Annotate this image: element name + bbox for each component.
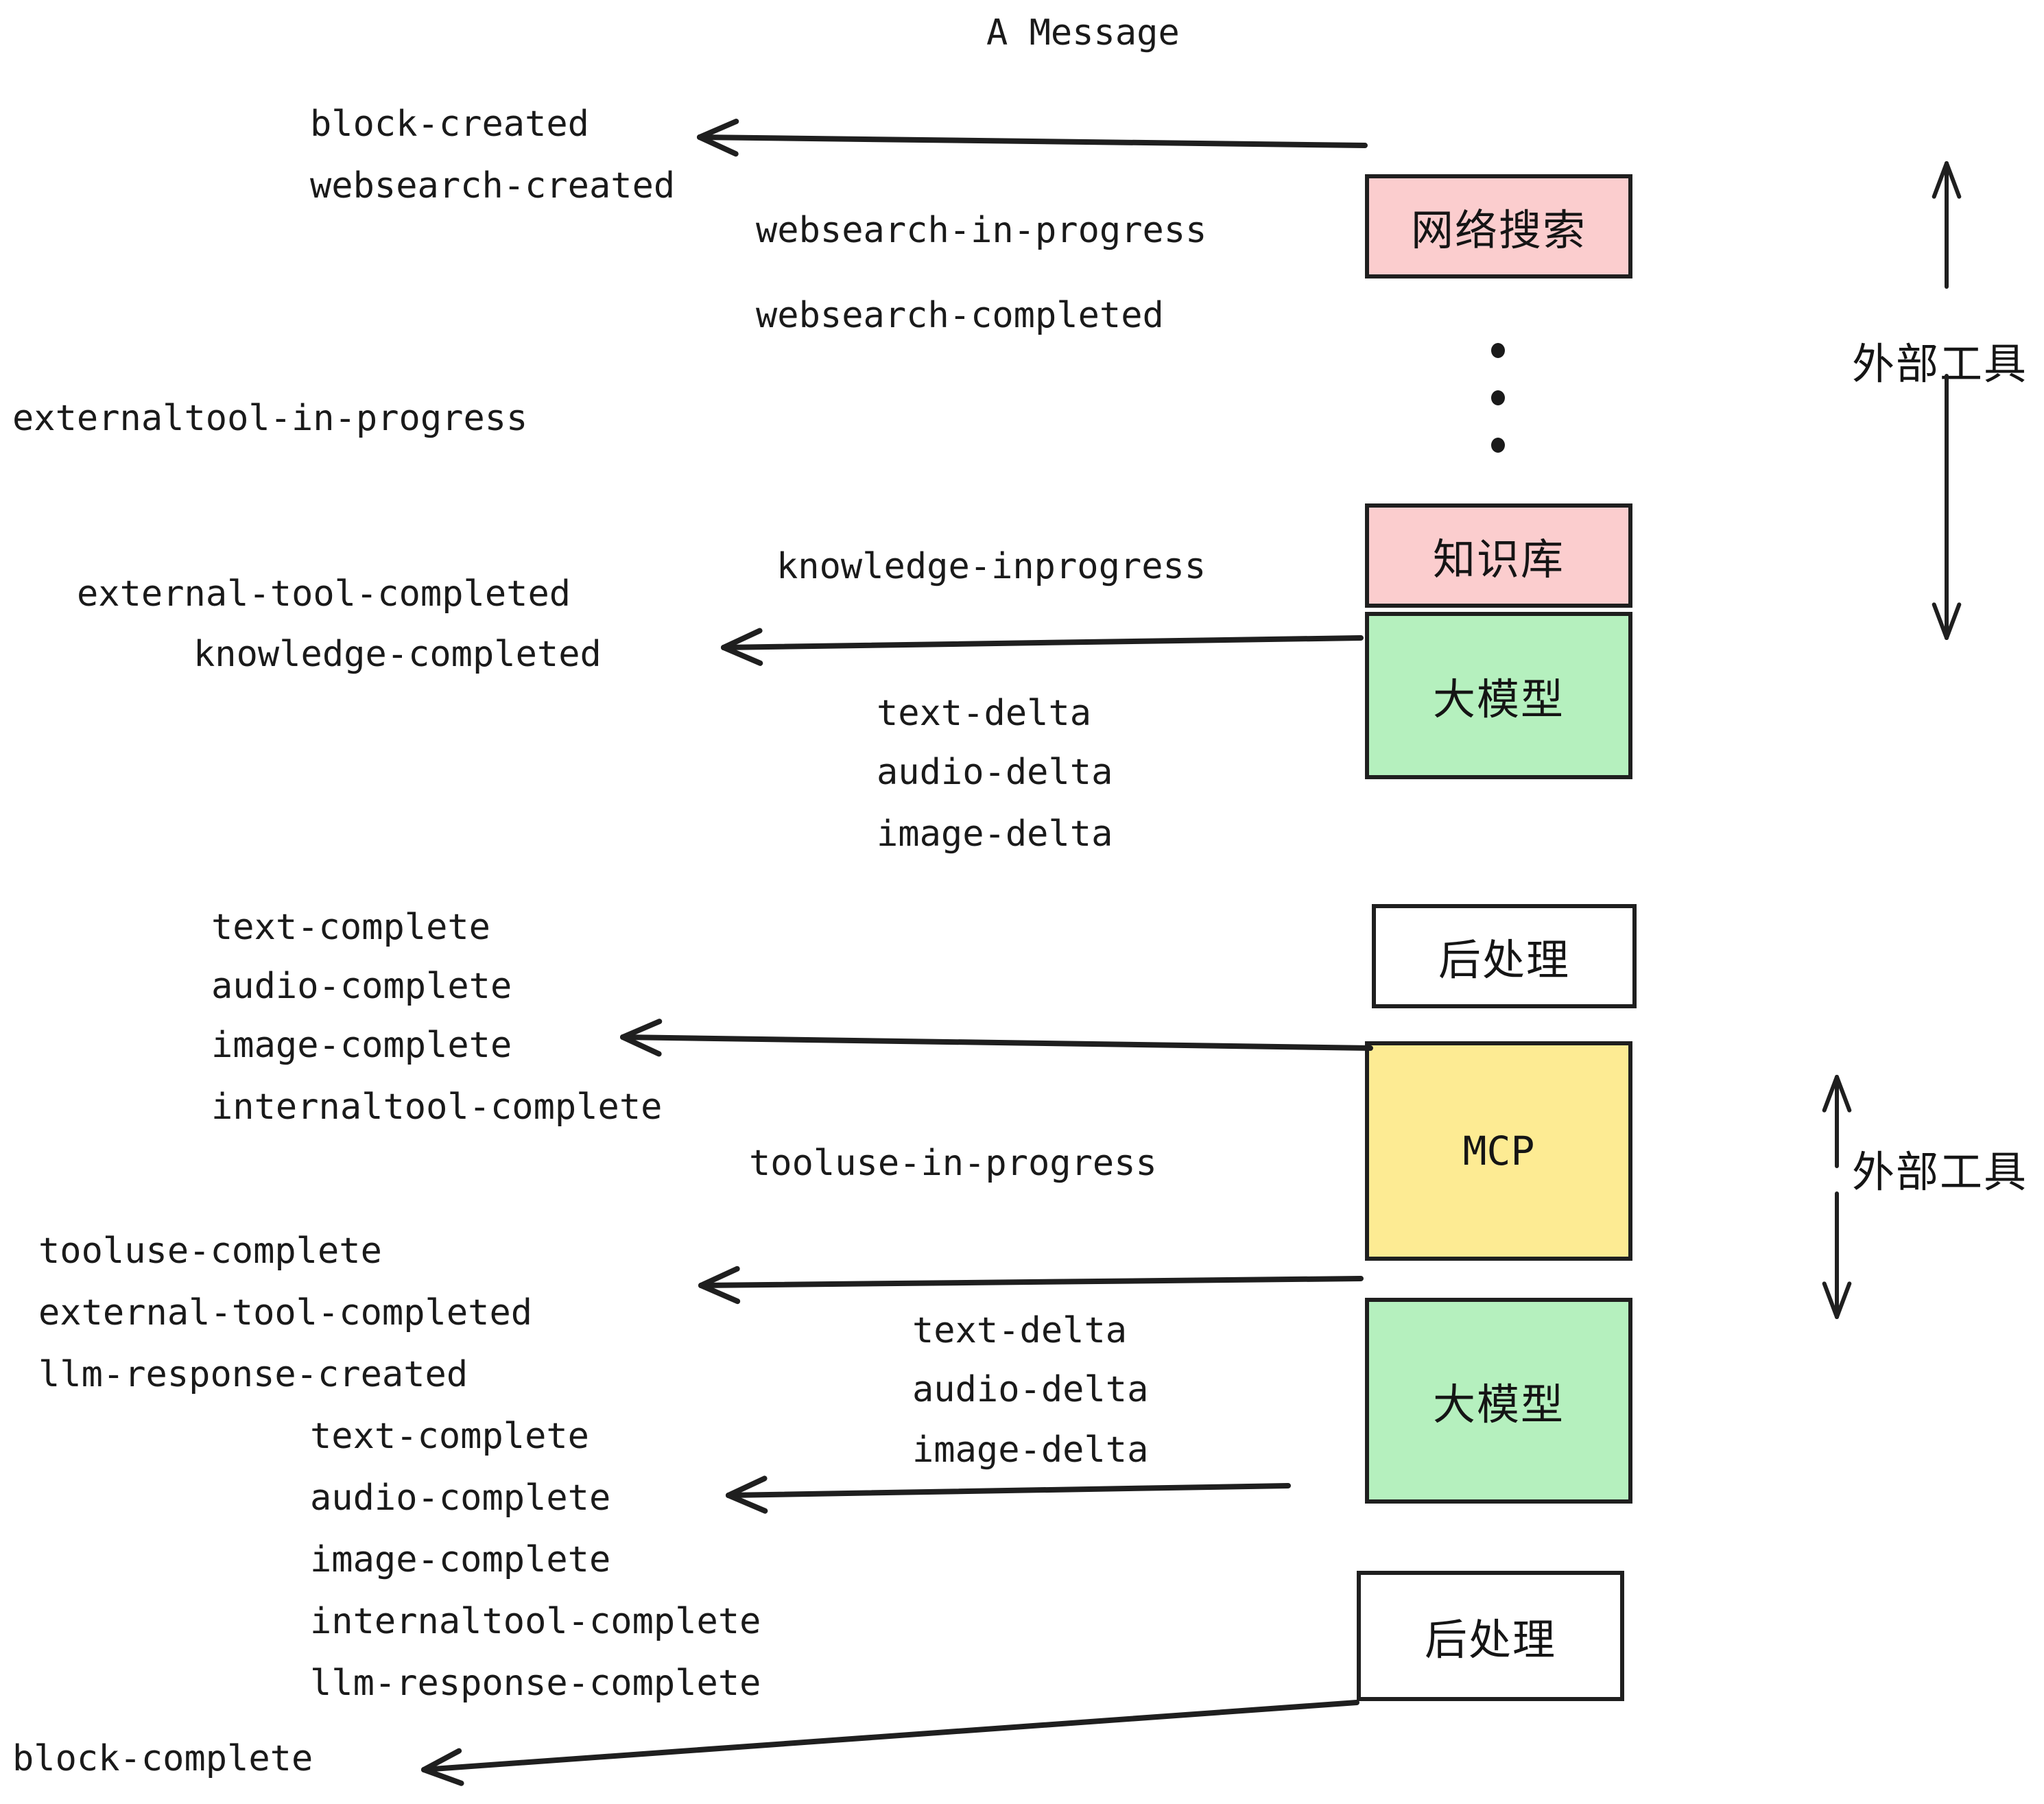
event-label-image-complete-1: image-complete xyxy=(211,1025,512,1066)
page-title: A Message xyxy=(986,12,1180,54)
arrow-arrow-mcp-out xyxy=(698,1266,1364,1305)
event-label-tooluse-in-progress: tooluse-in-progress xyxy=(749,1143,1157,1184)
event-label-block-created: block-created xyxy=(310,104,589,145)
node-label: 后处理 xyxy=(1438,935,1570,985)
event-label-knowledge-completed: knowledge-completed xyxy=(193,634,602,675)
event-label-llm-response-complete: llm-response-complete xyxy=(310,1663,761,1704)
side-external-tools-arrow-down-top xyxy=(1932,374,1962,640)
event-label-audio-delta-1: audio-delta xyxy=(877,752,1113,793)
ellipsis-dot xyxy=(1491,438,1505,453)
event-label-text-delta-1: text-delta xyxy=(877,693,1092,734)
event-label-tooluse-complete: tooluse-complete xyxy=(38,1231,382,1272)
arrow-arrow-postprocess2-out xyxy=(421,1700,1359,1786)
node-llm-1: 大模型 xyxy=(1365,612,1632,779)
event-label-llm-response-created: llm-response-created xyxy=(38,1354,468,1395)
arrow-arrow-llm2-out xyxy=(726,1475,1291,1514)
event-label-websearch-completed: websearch-completed xyxy=(756,295,1164,336)
node-label: 网络搜索 xyxy=(1410,205,1587,255)
node-knowledge: 知识库 xyxy=(1365,503,1632,608)
side-external-tools-arrow-up-top xyxy=(1932,161,1962,289)
event-label-externaltool-in-progress: externaltool-in-progress xyxy=(12,398,528,439)
node-label: 后处理 xyxy=(1424,1615,1556,1665)
event-label-knowledge-inprogress: knowledge-inprogress xyxy=(776,546,1207,587)
arrow-arrow-websearch-out xyxy=(697,119,1368,157)
side-external-tools-arrow-up-bottom xyxy=(1822,1075,1852,1168)
arrow-arrow-postprocess-out xyxy=(620,1019,1373,1057)
event-label-text-complete-1: text-complete xyxy=(211,907,490,948)
node-websearch: 网络搜索 xyxy=(1365,174,1632,278)
ellipsis-dot xyxy=(1491,343,1505,358)
node-mcp: MCP xyxy=(1365,1041,1632,1261)
event-label-text-delta-2: text-delta xyxy=(912,1310,1128,1351)
node-label: 大模型 xyxy=(1432,1379,1565,1429)
event-label-websearch-created: websearch-created xyxy=(310,165,676,206)
vertical-ellipsis-icon xyxy=(1490,343,1506,453)
event-label-audio-complete-2: audio-complete xyxy=(310,1477,611,1519)
arrow-arrow-knowledge-out xyxy=(721,628,1364,666)
side-label-external-tools-bottom: 外部工具 xyxy=(1852,1147,2028,1197)
node-llm-2: 大模型 xyxy=(1365,1298,1632,1504)
event-label-text-complete-2: text-complete xyxy=(310,1416,589,1457)
side-label-external-tools-top: 外部工具 xyxy=(1852,339,2028,389)
event-label-internaltool-complete-2: internaltool-complete xyxy=(310,1601,761,1642)
event-label-audio-complete-1: audio-complete xyxy=(211,966,512,1007)
event-label-external-tool-completed-2: external-tool-completed xyxy=(38,1292,533,1333)
event-label-audio-delta-2: audio-delta xyxy=(912,1369,1149,1410)
event-label-image-delta-1: image-delta xyxy=(877,814,1113,855)
node-label: MCP xyxy=(1462,1128,1535,1174)
event-label-block-complete: block-complete xyxy=(12,1738,313,1779)
node-label: 知识库 xyxy=(1432,534,1565,584)
event-label-internaltool-complete-1: internaltool-complete xyxy=(211,1087,663,1128)
event-label-external-tool-completed-1: external-tool-completed xyxy=(77,573,571,615)
event-label-image-complete-2: image-complete xyxy=(310,1539,611,1580)
node-postprocess-2: 后处理 xyxy=(1357,1571,1624,1701)
side-external-tools-arrow-down-bottom xyxy=(1822,1191,1852,1319)
node-postprocess-1: 后处理 xyxy=(1372,904,1637,1008)
event-label-websearch-in-progress: websearch-in-progress xyxy=(756,210,1207,251)
node-label: 大模型 xyxy=(1432,674,1565,724)
event-label-image-delta-2: image-delta xyxy=(912,1429,1149,1471)
ellipsis-dot xyxy=(1491,390,1505,405)
